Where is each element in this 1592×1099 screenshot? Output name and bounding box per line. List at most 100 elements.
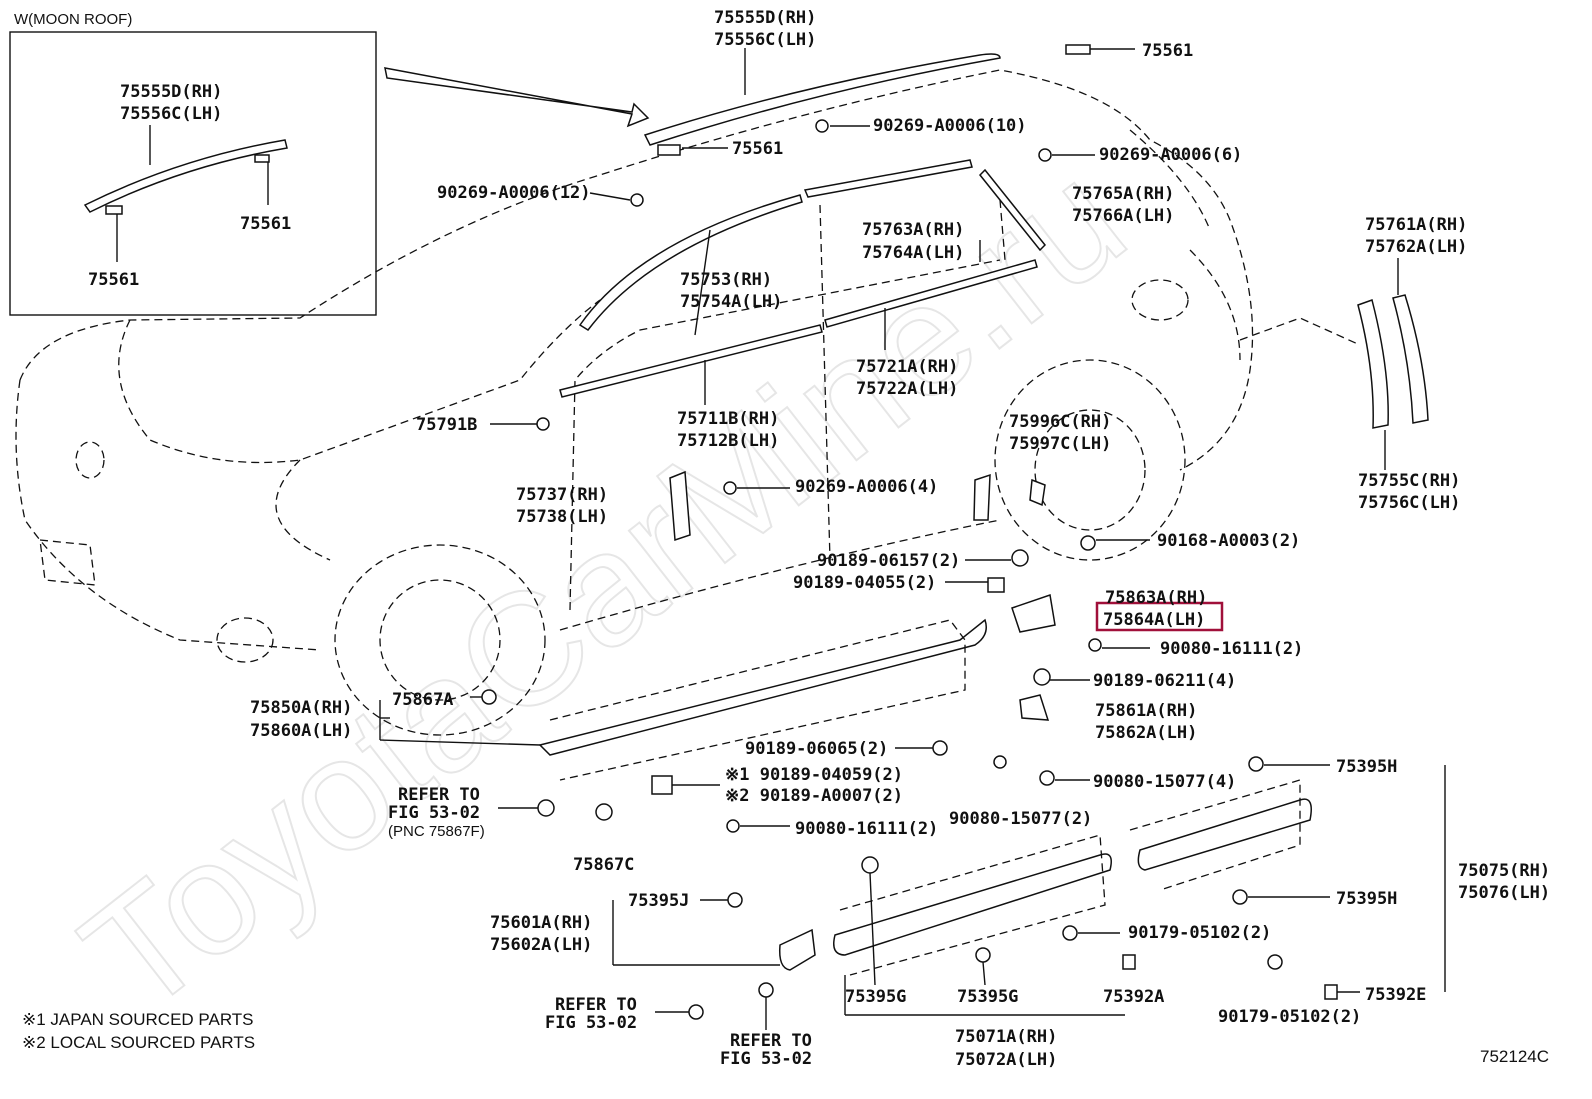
label-door-molding-lh: 75072A(LH) bbox=[955, 1050, 1057, 1070]
label-belt-front-lh: 75712B(LH) bbox=[677, 431, 779, 451]
label-pillar-rh: 75996C(RH) bbox=[1009, 412, 1111, 432]
label-clip-395h-b: 75395H bbox=[1336, 889, 1397, 909]
door-garnish bbox=[669, 470, 691, 542]
rocker-protector-front bbox=[1019, 694, 1050, 721]
label-molding-764: 75764A(LH) bbox=[862, 243, 964, 263]
label-note-1-code: ※1 90189-04059(2) bbox=[725, 765, 903, 785]
label-side-rh: 75075(RH) bbox=[1458, 861, 1550, 881]
footnote-local: ※2 LOCAL SOURCED PARTS bbox=[22, 1033, 255, 1052]
label-refer-a-3: (PNC 75867F) bbox=[388, 823, 485, 840]
roof-rail bbox=[643, 53, 1001, 146]
label-refer-b-2: FIG 53-02 bbox=[545, 1013, 637, 1033]
inset-frame bbox=[9, 31, 377, 316]
inset-rail-rh: 75555D(RH) bbox=[120, 82, 222, 102]
label-refer-a-2: FIG 53-02 bbox=[388, 803, 480, 823]
label-belt-rear-lh: 75722A(LH) bbox=[856, 379, 958, 399]
inset-title: W(MOON ROOF) bbox=[14, 11, 132, 28]
label-garnish-rh: 75737(RH) bbox=[516, 485, 608, 505]
rear-window-molding bbox=[978, 168, 1047, 252]
quarter-molding-b bbox=[1392, 294, 1429, 424]
label-roof-rail-lh: 75556C(LH) bbox=[714, 30, 816, 50]
roof-clip-top bbox=[1065, 44, 1091, 55]
label-clip-top: 75561 bbox=[1142, 41, 1193, 61]
label-molding-753: 75753(RH) bbox=[680, 270, 772, 290]
moon-roof-inset bbox=[9, 31, 377, 316]
label-clip-395g-b: 75395G bbox=[957, 987, 1018, 1007]
inset-clip-label-a: 75561 bbox=[240, 214, 291, 234]
label-garnish-lh: 75738(LH) bbox=[516, 507, 608, 527]
label-refer-b-1: REFER TO bbox=[555, 995, 637, 1015]
label-clip-mid: 75561 bbox=[732, 139, 783, 159]
inset-roof-rail bbox=[83, 139, 288, 213]
pillar-protector bbox=[1029, 478, 1046, 507]
label-clip-791: 75791B bbox=[416, 415, 477, 435]
rear-belt-molding bbox=[824, 259, 1038, 328]
label-clip-867c: 75867C bbox=[573, 855, 634, 875]
label-note-2-code: ※2 90189-A0007(2) bbox=[725, 786, 903, 806]
label-screw-10: 90269-A0006(10) bbox=[873, 116, 1027, 136]
label-rear-molding-rh: 75765A(RH) bbox=[1072, 184, 1174, 204]
rocker-protector-rear bbox=[1011, 594, 1056, 633]
label-clip-395g-a: 75395G bbox=[845, 987, 906, 1007]
footnote-japan: ※1 JAPAN SOURCED PARTS bbox=[22, 1010, 254, 1029]
label-refer-a-1: REFER TO bbox=[398, 785, 480, 805]
label-rocker-lh: 75860A(LH) bbox=[250, 721, 352, 741]
label-molding-763: 75763A(RH) bbox=[862, 220, 964, 240]
label-clip-065: 90189-06065(2) bbox=[745, 739, 888, 759]
label-clip-867a: 75867A bbox=[392, 690, 453, 710]
vehicle-outline bbox=[15, 69, 1254, 736]
inset-clip-left bbox=[105, 205, 123, 215]
rocker-panel bbox=[538, 618, 987, 756]
label-protector2-rh: 75861A(RH) bbox=[1095, 701, 1197, 721]
label-screw-6: 90269-A0006(6) bbox=[1099, 145, 1242, 165]
label-screw-077b: 90080-15077(2) bbox=[949, 809, 1092, 829]
label-clip-392e: 75392E bbox=[1365, 985, 1426, 1005]
figure-id: 752124C bbox=[1480, 1047, 1549, 1066]
front-door-side-molding bbox=[833, 853, 1112, 956]
front-door-frame-molding bbox=[578, 194, 803, 331]
label-molding-754: 75754A(LH) bbox=[680, 292, 782, 312]
label-clip-168: 90168-A0003(2) bbox=[1157, 531, 1300, 551]
label-clip-392a: 75392A bbox=[1103, 987, 1164, 1007]
label-screw-12: 90269-A0006(12) bbox=[437, 183, 591, 203]
rear-door-frame-molding bbox=[803, 159, 973, 198]
label-clip-055: 90189-04055(2) bbox=[793, 573, 936, 593]
label-door-molding-rh: 75071A(RH) bbox=[955, 1027, 1057, 1047]
label-quarter2-rh: 75755C(RH) bbox=[1358, 471, 1460, 491]
label-rear-molding-lh: 75766A(LH) bbox=[1072, 206, 1174, 226]
front-belt-molding bbox=[559, 324, 823, 398]
quarter-molding-a bbox=[1357, 299, 1389, 429]
label-protector-lh[interactable]: 75864A(LH) bbox=[1103, 610, 1205, 630]
label-flap-rh: 75601A(RH) bbox=[490, 913, 592, 933]
label-nut-102b: 90179-05102(2) bbox=[1218, 1007, 1361, 1027]
inset-pointer-arrow bbox=[384, 67, 650, 128]
label-quarter-lh: 75762A(LH) bbox=[1365, 237, 1467, 257]
label-quarter2-lh: 75756C(LH) bbox=[1358, 493, 1460, 513]
label-nut-102a: 90179-05102(2) bbox=[1128, 923, 1271, 943]
label-quarter-rh: 75761A(RH) bbox=[1365, 215, 1467, 235]
inset-clip-right bbox=[254, 154, 270, 163]
roof-clip-mid bbox=[657, 144, 681, 156]
label-protector2-lh: 75862A(LH) bbox=[1095, 723, 1197, 743]
rear-door-side-molding bbox=[1137, 798, 1312, 871]
pillar-garnish bbox=[973, 473, 991, 521]
label-protector-rh: 75863A(RH) bbox=[1105, 588, 1207, 608]
label-screw-111b: 90080-16111(2) bbox=[795, 819, 938, 839]
label-side-lh: 75076(LH) bbox=[1458, 883, 1550, 903]
label-clip-211: 90189-06211(4) bbox=[1093, 671, 1236, 691]
inset-rail-lh: 75556C(LH) bbox=[120, 104, 222, 124]
mudguard-flap bbox=[778, 928, 816, 971]
label-roof-rail-rh: 75555D(RH) bbox=[714, 8, 816, 28]
label-flap-lh: 75602A(LH) bbox=[490, 935, 592, 955]
inset-clip-label-b: 75561 bbox=[88, 270, 139, 290]
fasteners bbox=[470, 119, 1360, 1030]
label-belt-front-rh: 75711B(RH) bbox=[677, 409, 779, 429]
label-clip-157: 90189-06157(2) bbox=[817, 551, 960, 571]
label-clip-395h-a: 75395H bbox=[1336, 757, 1397, 777]
label-refer-c-2: FIG 53-02 bbox=[720, 1049, 812, 1069]
highlighted-part-box bbox=[1095, 601, 1224, 632]
label-pillar-lh: 75997C(LH) bbox=[1009, 434, 1111, 454]
label-screw-4: 90269-A0006(4) bbox=[795, 477, 938, 497]
